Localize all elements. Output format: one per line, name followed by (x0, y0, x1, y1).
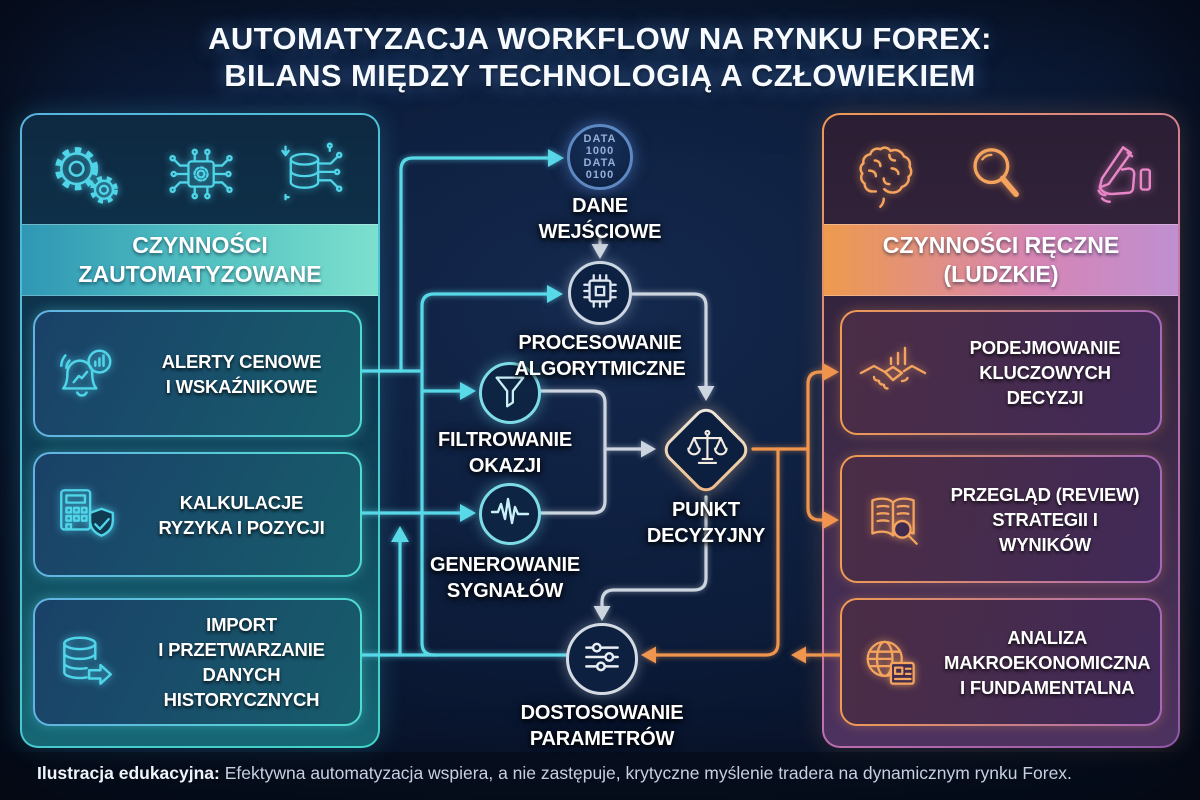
automated-item-import: IMPORT I PRZETWARZANIE DANYCH HISTORYCZN… (33, 598, 362, 726)
manual-panel-icons (830, 125, 1172, 223)
gears-icon (45, 140, 125, 208)
decision-label: PUNKT DECYZYJNY (646, 499, 766, 547)
calculator-shield-icon (35, 484, 137, 546)
footer-caption: Ilustracja edukacyjna: Efektywna automat… (37, 763, 1072, 784)
processing-node (568, 261, 632, 325)
sliders-icon (577, 634, 627, 685)
automated-panel-header-band: CZYNNOŚCI ZAUTOMATYZOWANE (22, 224, 378, 296)
magnifier-icon (961, 140, 1033, 208)
manual-item-label: PRZEGLĄD (REVIEW) STRATEGII I WYNIKÓW (950, 483, 1140, 555)
footer-bar: Ilustracja edukacyjna: Efektywna automat… (0, 752, 1200, 800)
footer-caption-text: Efektywna automatyzacja wspiera, a nie z… (224, 763, 1072, 783)
page-title: AUTOMATYZACJA WORKFLOW NA RYNKU FOREX: B… (0, 20, 1200, 94)
processing-label: PROCESOWANIE ALGORYTMICZNE (514, 332, 686, 380)
automated-item-label: IMPORT I PRZETWARZANIE DANYCH HISTORYCZN… (158, 614, 325, 710)
parameters-label: DOSTOSOWANIE PARAMETRÓW (520, 702, 684, 750)
binary-data-icon: DATA 1000 DATA 0100 (583, 133, 617, 181)
automated-item-risk: KALKULACJE RYZYKA I POZYCJI (33, 452, 362, 577)
automated-panel-icons (28, 125, 372, 223)
title-line-2: BILANS MIĘDZY TECHNOLOGIĄ A CZŁOWIEKIEM (224, 58, 976, 93)
automated-panel-header: CZYNNOŚCI ZAUTOMATYZOWANE (78, 232, 322, 287)
manual-panel-header: CZYNNOŚCI RĘCZNE (LUDZKIE) (882, 232, 1120, 287)
waveform-icon (488, 490, 532, 539)
filtering-node (479, 362, 541, 424)
manual-item-review: PRZEGLĄD (REVIEW) STRATEGII I WYNIKÓW (840, 455, 1162, 583)
data-input-node: DATA 1000 DATA 0100 (567, 124, 633, 190)
scales-icon (672, 416, 739, 483)
handshake-chart-icon (842, 344, 944, 402)
title-line-1: AUTOMATYZACJA WORKFLOW NA RYNKU FOREX: (208, 21, 992, 56)
signals-label: GENEROWANIE SYGNAŁÓW (429, 554, 581, 602)
funnel-icon (489, 370, 531, 417)
automated-item-label: KALKULACJE RYZYKA I POZYCJI (158, 491, 325, 538)
chip-circuit-icon (160, 140, 240, 208)
database-circuit-icon (275, 140, 355, 208)
automated-item-alerts: ALERTY CENOWE I WSKAŹNIKOWE (33, 310, 362, 437)
parameters-node (566, 623, 638, 695)
manual-item-analysis: ANALIZA MAKROEKONOMICZNA I FUNDAMENTALNA (840, 598, 1162, 726)
automated-item-label: ALERTY CENOWE I WSKAŹNIKOWE (161, 350, 322, 397)
manual-item-label: ANALIZA MAKROEKONOMICZNA I FUNDAMENTALNA (944, 626, 1151, 698)
writing-hand-icon (1072, 140, 1152, 208)
manual-item-decisions: PODEJMOWANIE KLUCZOWYCH DECYZJI (840, 310, 1162, 435)
book-review-icon (842, 489, 944, 549)
decision-node (659, 403, 753, 497)
alert-bell-icon (35, 343, 137, 405)
database-export-icon (35, 631, 137, 693)
signals-node (479, 483, 541, 545)
globe-news-icon (842, 632, 944, 692)
manual-item-label: PODEJMOWANIE KLUCZOWYCH DECYZJI (969, 337, 1121, 408)
filtering-label: FILTROWANIE OKAZJI (437, 429, 573, 477)
data-input-label: DANE WEJŚCIOWE (538, 195, 662, 243)
brain-icon (850, 140, 922, 208)
footer-caption-bold: Ilustracja edukacyjna: (37, 763, 220, 783)
cpu-icon (577, 268, 623, 319)
manual-panel-header-band: CZYNNOŚCI RĘCZNE (LUDZKIE) (824, 224, 1178, 296)
